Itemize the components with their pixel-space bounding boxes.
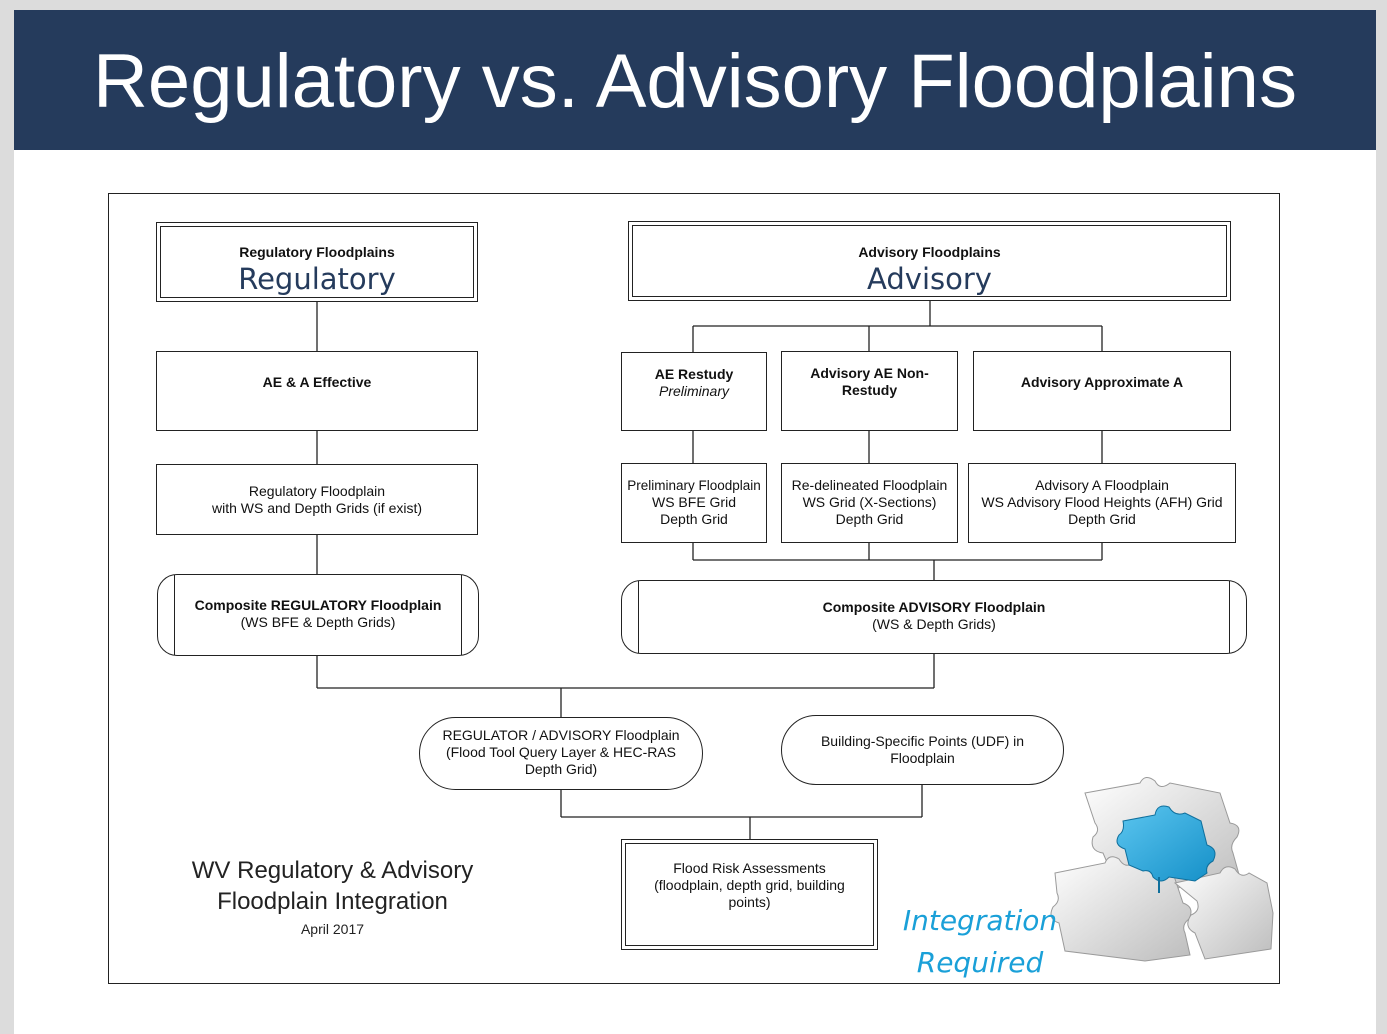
composite-regulatory-line1: Composite REGULATORY Floodplain: [194, 597, 442, 613]
caption-line1: WV Regulatory & Advisory: [191, 857, 474, 884]
composite-regulatory-box: Composite REGULATORY Floodplain (WS BFE …: [157, 574, 479, 656]
regulatory-floodplain-line1: Regulatory Floodplain: [248, 483, 386, 499]
advisory-a-floodplain-line1: Advisory A Floodplain: [1035, 477, 1169, 493]
regulatory-advisory-floodplain-line1: REGULATOR / ADVISORY Floodplain: [442, 727, 680, 743]
title-bar: Regulatory vs. Advisory Floodplains: [14, 10, 1376, 150]
ae-effective-box: AE & A Effective: [156, 351, 478, 431]
composite-regulatory-line2: (WS BFE & Depth Grids): [240, 614, 396, 630]
advisory-ae-nonrestudy-line2: Restudy: [841, 382, 898, 398]
advisory-header-box: Advisory Floodplains Advisory: [628, 221, 1231, 301]
advisory-a-floodplain-line2: WS Advisory Flood Heights (AFH) Grid: [981, 494, 1223, 510]
preliminary-floodplain-line2: WS BFE Grid: [651, 494, 736, 510]
preliminary-floodplain-box: Preliminary Floodplain WS BFE Grid Depth…: [621, 463, 767, 543]
advisory-ae-nonrestudy-box: Advisory AE Non- Restudy: [781, 351, 958, 431]
flood-risk-line1: Flood Risk Assessments: [673, 860, 826, 876]
advisory-header-small: Advisory Floodplains: [858, 244, 1001, 260]
regulatory-advisory-floodplain-line2: (Flood Tool Query Layer & HEC-RAS: [445, 744, 677, 760]
advisory-approximate-a-label: Advisory Approximate A: [1020, 374, 1184, 390]
redelineated-floodplain-box: Re-delineated Floodplain WS Grid (X-Sect…: [781, 463, 958, 543]
building-points-box: Building-Specific Points (UDF) in Floodp…: [781, 715, 1064, 785]
regulatory-advisory-floodplain-box: REGULATOR / ADVISORY Floodplain (Flood T…: [419, 717, 703, 790]
caption-line2: Floodplain Integration: [217, 888, 448, 915]
regulatory-floodplain-line2: with WS and Depth Grids (if exist): [211, 500, 423, 516]
regulatory-floodplain-box: Regulatory Floodplain with WS and Depth …: [156, 464, 478, 535]
advisory-header-big: Advisory: [867, 262, 992, 296]
advisory-a-floodplain-line3: Depth Grid: [1068, 511, 1136, 527]
integration-line2: Required: [916, 946, 1044, 979]
composite-advisory-line2: (WS & Depth Grids): [872, 616, 996, 632]
ae-effective-label: AE & A Effective: [262, 374, 372, 390]
advisory-approximate-a-box: Advisory Approximate A: [973, 351, 1231, 431]
diagram-caption: WV Regulatory & Advisory Floodplain Inte…: [160, 855, 505, 941]
ae-restudy-line2: Preliminary: [658, 383, 729, 399]
advisory-a-floodplain-box: Advisory A Floodplain WS Advisory Flood …: [968, 463, 1236, 543]
advisory-ae-nonrestudy-line1: Advisory AE Non-: [810, 365, 929, 381]
puzzle-pieces-icon: [1050, 777, 1274, 962]
composite-advisory-box: Composite ADVISORY Floodplain (WS & Dept…: [621, 580, 1247, 654]
ae-restudy-line1: AE Restudy: [654, 366, 734, 382]
redelineated-floodplain-line1: Re-delineated Floodplain: [791, 477, 948, 493]
flood-risk-assessments-box: Flood Risk Assessments (floodplain, dept…: [621, 839, 878, 950]
integration-line1: Integration: [902, 904, 1058, 937]
regulatory-header-big: Regulatory: [238, 262, 396, 296]
slide-title: Regulatory vs. Advisory Floodplains: [93, 39, 1297, 124]
building-points-line2: Floodplain: [890, 750, 955, 766]
regulatory-header-box: Regulatory Floodplains Regulatory: [156, 222, 478, 302]
flood-risk-line2: (floodplain, depth grid, building: [654, 877, 845, 893]
composite-advisory-line1: Composite ADVISORY Floodplain: [822, 599, 1046, 615]
regulatory-advisory-floodplain-line3: Depth Grid): [524, 761, 598, 777]
caption-date: April 2017: [300, 921, 365, 937]
regulatory-header-small: Regulatory Floodplains: [239, 244, 395, 260]
redelineated-floodplain-line2: WS Grid (X-Sections): [802, 494, 937, 510]
ae-restudy-box: AE Restudy Preliminary: [621, 352, 767, 431]
flood-risk-line3: points): [728, 894, 771, 910]
redelineated-floodplain-line3: Depth Grid: [835, 511, 904, 527]
building-points-line1: Building-Specific Points (UDF) in: [820, 733, 1025, 749]
preliminary-floodplain-line1: Preliminary Floodplain: [627, 478, 761, 493]
integration-required-text: Integration Required: [895, 900, 1065, 984]
preliminary-floodplain-line3: Depth Grid: [660, 511, 728, 527]
